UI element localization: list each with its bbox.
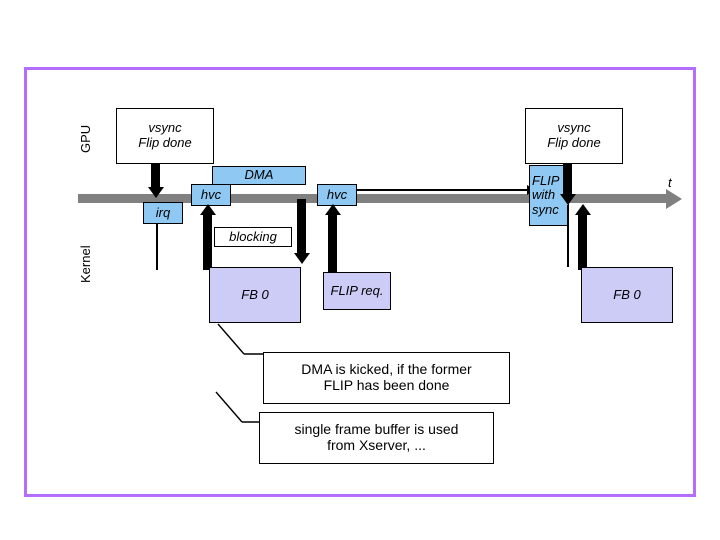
timeline-box-flip-with-sync: FLIP with sync (529, 165, 569, 226)
lane-label-gpu: GPU (78, 124, 93, 153)
timeline-arrowhead-icon (666, 189, 682, 209)
vsync-right-lifeline (567, 205, 569, 267)
arrow-fb0-right-to-timeline-head-icon (574, 204, 591, 215)
arrow-dma-to-fb0-shaft (297, 199, 306, 255)
timeline-box-hvc-1: hvc (191, 184, 231, 206)
connector-hvc2-to-flip (357, 189, 531, 191)
callout-leader-sfb (215, 391, 262, 423)
kernel-box-fb0-right: FB 0 (581, 267, 673, 323)
gpu-event-vsync-right: vsync Flip done (525, 108, 623, 164)
kernel-box-fb0-left: FB 0 (209, 267, 301, 323)
arrow-vsync-right-to-timeline-head-icon (559, 194, 576, 205)
callout-single-framebuffer: single frame buffer is used from Xserver… (259, 412, 494, 464)
arrow-dma-to-fb0-head-icon (293, 253, 310, 264)
arrow-vsync-left-to-irq-head-icon (147, 187, 164, 198)
arrow-flipreq-to-hvc2-shaft (328, 215, 337, 273)
arrow-fb0-right-to-timeline-shaft (578, 215, 587, 270)
kernel-box-flip-req: FLIP req. (323, 272, 391, 310)
callout-dma-kicked: DMA is kicked, if the former FLIP has be… (263, 352, 510, 404)
irq-lifeline (156, 224, 158, 270)
lane-label-kernel: Kernel (78, 245, 93, 283)
gpu-event-vsync-left: vsync Flip done (116, 108, 214, 164)
timeline-axis (78, 194, 670, 203)
callout-leader-dma (217, 323, 264, 355)
timeline-box-dma: DMA (212, 166, 306, 185)
slide-frame (24, 67, 696, 497)
arrow-vsync-left-to-irq-shaft (151, 164, 160, 190)
arrow-fb0-to-hvc1-head-icon (199, 204, 216, 215)
annotation-blocking: blocking (214, 227, 292, 247)
arrow-vsync-right-to-timeline-shaft (563, 164, 572, 197)
time-axis-label: t (668, 175, 672, 190)
arrow-flipreq-to-hvc2-head-icon (324, 204, 341, 215)
timeline-box-hvc-2: hvc (317, 184, 357, 206)
arrow-fb0-to-hvc1-shaft (203, 215, 212, 270)
timeline-box-irq: irq (143, 202, 183, 224)
